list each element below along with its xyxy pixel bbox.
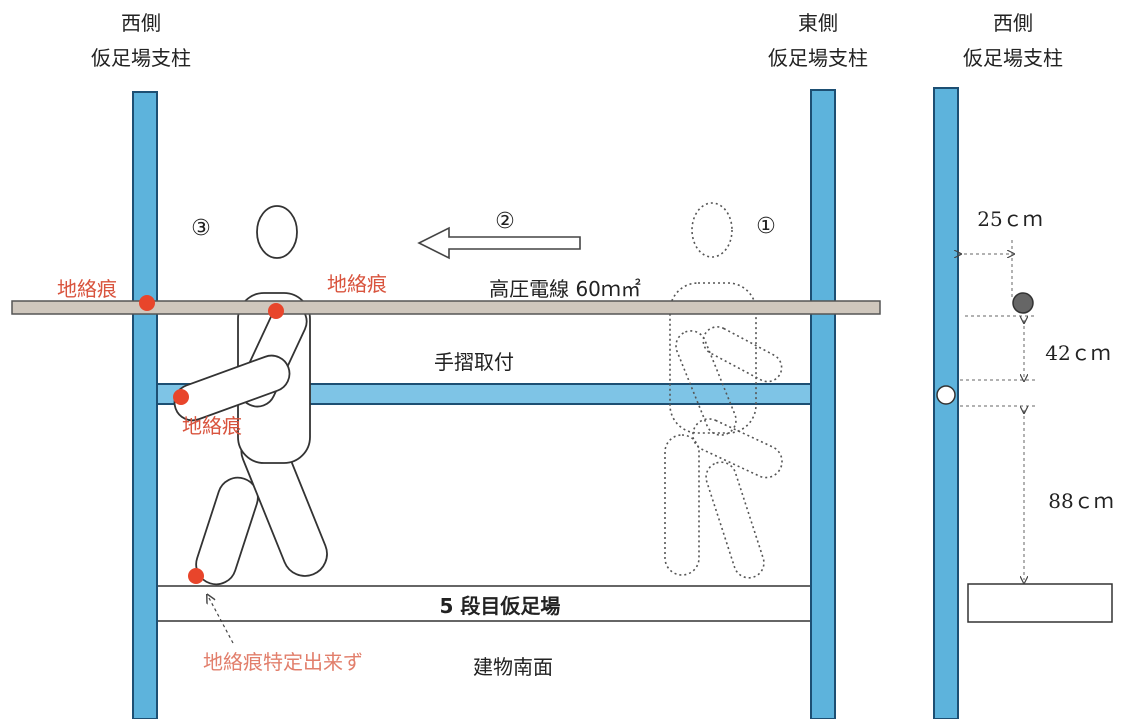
side-view-pole-label-line2: 仮足場支柱	[963, 46, 1063, 70]
scaffold-label: 5 段目仮足場	[440, 594, 561, 618]
west-pole-label-line2: 仮足場支柱	[91, 46, 191, 70]
movement-direction-arrow	[417, 226, 581, 260]
worker-position-3	[173, 205, 328, 586]
handrail-label: 手摺取付	[434, 350, 514, 374]
step-2-marker: ②	[495, 209, 515, 234]
step-3-marker: ③	[191, 216, 211, 241]
ground-fault-mark-foot	[188, 568, 204, 584]
unidentified-mark-pointer	[209, 598, 234, 644]
building-south-face-label: 建物南面	[473, 655, 553, 679]
side-view-horizontal-dimension: 25ｃｍ	[977, 207, 1042, 231]
side-view-scaffold-board	[967, 583, 1113, 623]
ground-fault-label-arm: 地絡痕	[327, 272, 387, 296]
east-pole-label-line2: 仮足場支柱	[768, 46, 868, 70]
ground-fault-mark-arm	[268, 303, 284, 319]
worker-position-1	[664, 202, 783, 579]
scaffold-board	[156, 585, 813, 622]
high-voltage-wire-label: 高圧電線 60ｍ㎡	[489, 277, 641, 301]
east-pole-label-line1: 東側	[798, 11, 838, 35]
ground-fault-label-handrail: 地絡痕	[182, 414, 242, 438]
side-view-lower-vertical-dimension: 88ｃｍ	[1048, 489, 1113, 513]
side-view-high-voltage-wire	[1012, 292, 1034, 314]
ground-fault-mark-handrail	[173, 389, 189, 405]
side-view-upper-vertical-dimension: 42ｃｍ	[1045, 341, 1110, 365]
side-view-dimension-lines	[958, 240, 1035, 580]
west-pole-label-line1: 西側	[121, 11, 161, 35]
ground-fault-label-pole: 地絡痕	[57, 277, 117, 301]
ground-fault-mark-pole	[139, 295, 155, 311]
high-voltage-wire	[11, 300, 881, 315]
east-scaffold-pole	[810, 89, 836, 720]
ground-fault-unidentified-label: 地絡痕特定出来ず	[203, 650, 363, 674]
side-view-pole-label-line1: 西側	[993, 11, 1033, 35]
step-1-marker: ①	[756, 214, 776, 239]
west-scaffold-pole	[132, 91, 158, 720]
side-view-handrail	[936, 385, 956, 405]
